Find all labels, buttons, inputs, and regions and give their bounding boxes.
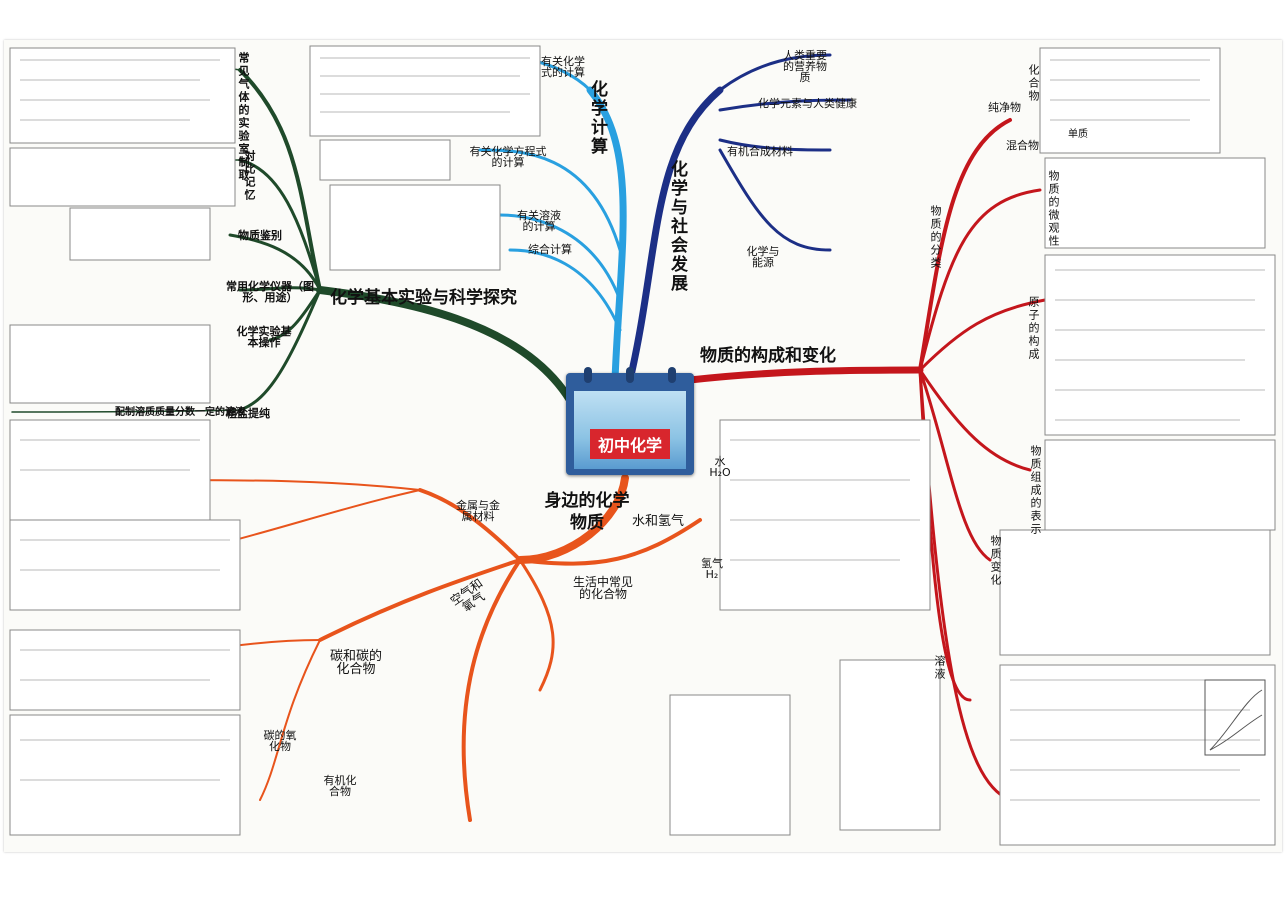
- calc-equation-label: 有关化学方程式的计算: [469, 145, 547, 169]
- simple-substance-label: 单质: [1068, 129, 1088, 140]
- metals-label: 金属与金属材料: [456, 499, 500, 523]
- composition-label: 物质组成的表示: [1029, 445, 1042, 536]
- atom-label: 原子的构成: [1027, 296, 1040, 361]
- compound-label: 化合物: [1027, 64, 1040, 103]
- energy-label: 化学与能源: [746, 245, 780, 269]
- branch-calculation-label: 化学计算: [587, 80, 607, 156]
- gas-prep-label: 常见气体的实验室制取: [237, 52, 250, 182]
- water-hydrogen-label: 水和氢气: [632, 514, 685, 529]
- organic-materials-label: 有机合成材料: [727, 145, 793, 158]
- nutrients-label: 人类重要的营养物质: [783, 49, 827, 84]
- branch-experiment-label: 化学基本实验与科学探究: [330, 288, 517, 308]
- daily-compounds-label: 生活中常见的化合物: [572, 575, 633, 601]
- organic-compounds-label: 有机化合物: [323, 774, 357, 798]
- solution-prep-label: 配制溶质质量分数一定的溶液: [115, 407, 245, 418]
- carbon-label: 碳和碳的化合物: [329, 649, 382, 677]
- change-label: 物质变化: [989, 535, 1002, 587]
- branch-materials-label: 身边的化学物质: [544, 491, 630, 534]
- calendar-ring-icon: [626, 367, 634, 383]
- compare-memory-label: 对比记忆: [243, 150, 256, 202]
- mixture-label: 混合物: [1006, 139, 1039, 152]
- branch-structure-label: 物质的构成和变化: [700, 346, 836, 366]
- purity-label: 纯净物: [988, 101, 1021, 114]
- center-calendar: 初中化学: [566, 367, 694, 475]
- calc-integrated-label: 综合计算: [528, 243, 572, 256]
- calendar-image: 初中化学: [574, 391, 686, 469]
- identify-label: 物质鉴别: [238, 229, 282, 242]
- branch-society-label: 化学与社会发展: [667, 160, 687, 293]
- solution-label: 溶液: [933, 655, 946, 681]
- crude-salt-label: 粗盐提纯: [226, 407, 270, 420]
- instruments-label: 常用化学仪器（图形、用途）: [226, 280, 314, 304]
- calc-formula-label: 有关化学式的计算: [541, 55, 585, 79]
- classification-label: 物质的分类: [929, 205, 942, 270]
- micro-label: 物质的微观性: [1047, 170, 1060, 248]
- basic-ops-label: 化学实验基本操作: [236, 325, 292, 349]
- carbon-oxides-label: 碳的氧化物: [263, 729, 297, 753]
- hydrogen-label: 氢气 H₂: [701, 557, 723, 581]
- center-title: 初中化学: [590, 429, 670, 459]
- elements-health-label: 化学元素与人类健康: [758, 97, 857, 110]
- calc-solution-label: 有关溶液的计算: [517, 209, 561, 233]
- calendar-ring-icon: [584, 367, 592, 383]
- water-label: 水 H₂O: [709, 455, 731, 479]
- calendar-ring-icon: [668, 367, 676, 383]
